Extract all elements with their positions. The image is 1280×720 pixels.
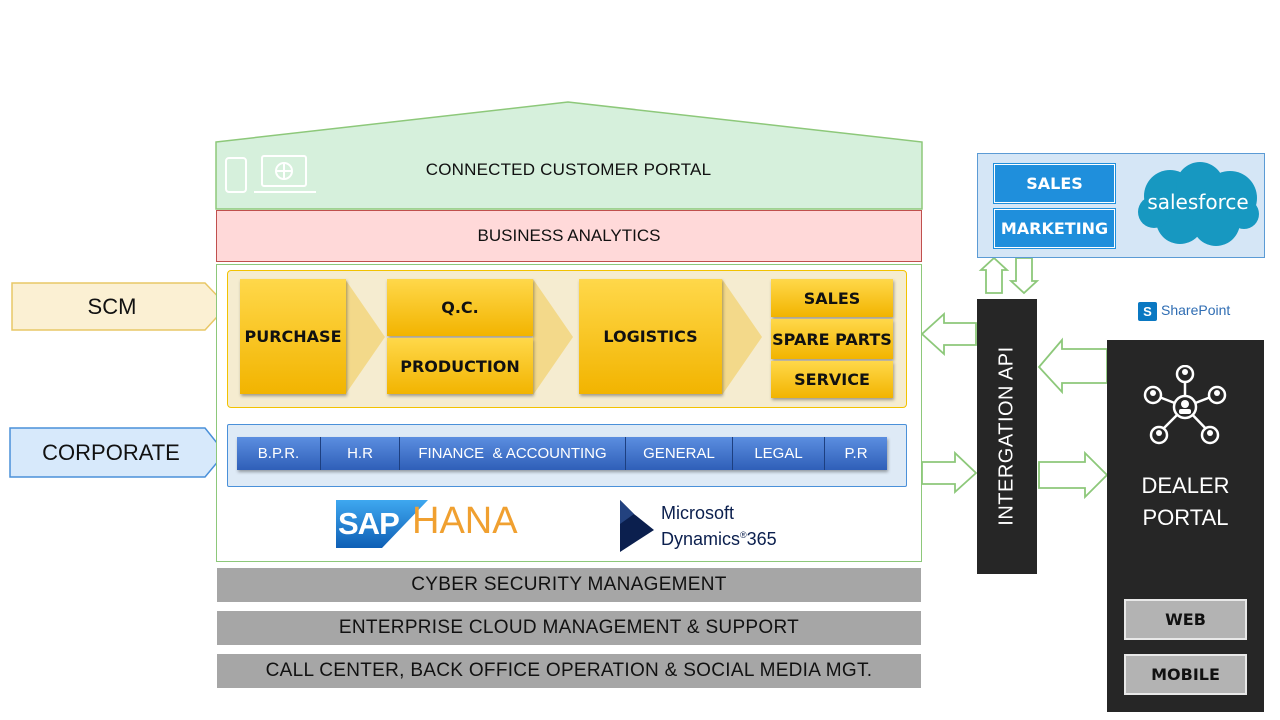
arrow-corp-to-api <box>921 450 978 495</box>
arrow-api-to-dealer <box>1038 450 1109 500</box>
dynamics-logo-text: Microsoft Dynamics®365 <box>661 502 777 550</box>
arrow-dealer-to-api <box>1037 337 1108 395</box>
arrow-api-to-scm <box>920 311 977 357</box>
network-icon-shape <box>1143 364 1227 445</box>
call-center-bar: CALL CENTER, BACK OFFICE OPERATION & SOC… <box>217 654 921 688</box>
dealer-title-line-1: DEALER <box>1141 473 1230 498</box>
corporate-tag: CORPORATE <box>42 439 180 465</box>
dynamics-icon <box>620 500 654 552</box>
dynamics-365: 365 <box>746 529 777 549</box>
cloud-management-bar: ENTERPRISE CLOUD MANAGEMENT & SUPPORT <box>217 611 921 645</box>
production-block: PRODUCTION <box>387 338 533 394</box>
hana-logo-text: HANA <box>412 500 518 542</box>
spare-parts-block: SPARE PARTS <box>771 319 893 359</box>
chevron-production <box>533 279 573 395</box>
scm-tag: SCM <box>87 293 137 319</box>
dynamics-icon-shape <box>620 500 654 552</box>
dealer-mobile-button[interactable]: MOBILE <box>1124 654 1247 695</box>
corporate-item-finance: FINANCE & ACCOUNTING <box>400 437 626 470</box>
business-analytics-bar: BUSINESS ANALYTICS <box>216 210 922 262</box>
salesforce-marketing: MARKETING <box>993 208 1116 249</box>
cyber-security-bar: CYBER SECURITY MANAGEMENT <box>217 568 921 602</box>
chevron-purchase <box>345 279 385 395</box>
sap-logo: SAP <box>336 500 428 548</box>
dynamics-word: Dynamics <box>661 529 741 549</box>
chevron-logistics <box>722 279 762 395</box>
arrow-up-to-salesforce <box>978 256 1010 294</box>
corporate-item-hr: H.R <box>321 437 400 470</box>
salesforce-sales: SALES <box>993 163 1116 204</box>
sap-logo-shape <box>336 500 428 548</box>
salesforce-logo: salesforce <box>1136 160 1260 248</box>
sap-logo-text: SAP <box>338 506 400 541</box>
qc-block: Q.C. <box>387 279 533 336</box>
dealer-web-button[interactable]: WEB <box>1124 599 1247 640</box>
dealer-portal-title: DEALER PORTAL <box>1107 470 1264 534</box>
salesforce-logo-text: salesforce <box>1147 190 1249 214</box>
sharepoint-label: SharePoint <box>1161 302 1231 318</box>
integration-api-column: INTERGATION API <box>977 299 1037 574</box>
salesforce-cloud-shape <box>1138 162 1259 246</box>
portal-title: CONNECTED CUSTOMER PORTAL <box>425 160 712 179</box>
dynamics-line-2: Dynamics®365 <box>661 529 777 549</box>
corporate-item-legal: LEGAL <box>733 437 825 470</box>
sales-block: SALES <box>771 279 893 317</box>
dynamics-line-1: Microsoft <box>661 503 735 523</box>
arrow-down-from-salesforce <box>1008 257 1040 295</box>
corporate-functions-row: B.P.R. H.R FINANCE & ACCOUNTING GENERAL … <box>237 437 887 470</box>
sharepoint-header <box>1107 288 1264 340</box>
portal-roof <box>215 101 923 210</box>
purchase-block: PURCHASE <box>240 279 346 394</box>
sharepoint-icon: S <box>1138 302 1157 321</box>
corporate-item-pr: P.R <box>825 437 887 470</box>
logistics-block: LOGISTICS <box>579 279 722 394</box>
corporate-item-bpr: B.P.R. <box>237 437 321 470</box>
network-icon <box>1142 364 1228 447</box>
service-block: SERVICE <box>771 361 893 398</box>
corporate-item-general: GENERAL <box>626 437 733 470</box>
dealer-title-line-2: PORTAL <box>1142 505 1229 530</box>
integration-api-label: INTERGATION API <box>995 346 1018 526</box>
